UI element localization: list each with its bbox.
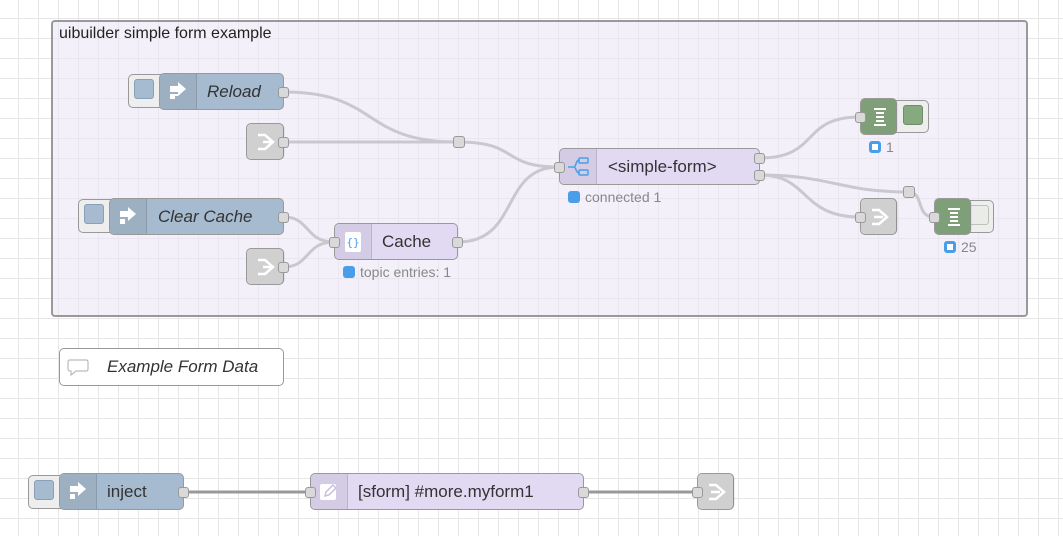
- inject-arrow-icon: [110, 199, 147, 234]
- link-in-2-output-port[interactable]: [278, 262, 289, 273]
- status-dot-icon: [343, 266, 355, 278]
- link-out-node[interactable]: [855, 198, 898, 235]
- group-label: uibuilder simple form example: [59, 25, 272, 42]
- status-ring-icon: [944, 241, 956, 253]
- debug-2-input-port[interactable]: [929, 212, 940, 223]
- debug-2-status: 25: [944, 239, 977, 255]
- debug-2-status-text: 25: [961, 239, 977, 255]
- uibuilder-icon: [560, 149, 597, 184]
- link-in-node-2[interactable]: [246, 248, 289, 285]
- template-input-port[interactable]: [305, 487, 316, 498]
- inject-arrow-icon: [60, 474, 97, 509]
- debug-1-input-port[interactable]: [855, 112, 866, 123]
- flow-group[interactable]: [51, 20, 1028, 317]
- debug-node-1[interactable]: [855, 98, 898, 135]
- link-out-2-input-port[interactable]: [692, 487, 703, 498]
- cache-label: Cache: [382, 231, 432, 251]
- inject-label: inject: [107, 481, 147, 501]
- inject-output-port[interactable]: [178, 487, 189, 498]
- template-output-port[interactable]: [578, 487, 589, 498]
- comment-label: Example Form Data: [107, 357, 259, 376]
- svg-text:{}: {}: [346, 236, 359, 249]
- clear-cache-output-port[interactable]: [278, 212, 289, 223]
- simple-form-node[interactable]: <simple-form>: [554, 148, 765, 185]
- comment-node[interactable]: Example Form Data: [59, 348, 284, 386]
- status-ring-icon: [869, 141, 881, 153]
- template-label: [sform] #more.myform1: [358, 481, 534, 501]
- simple-form-input-port[interactable]: [554, 162, 565, 173]
- reload-output-port[interactable]: [278, 87, 289, 98]
- link-out-node-2[interactable]: [692, 473, 735, 510]
- wire-junction-2[interactable]: [903, 186, 915, 198]
- debug-1-status: 1: [869, 139, 894, 155]
- cache-input-port[interactable]: [329, 237, 340, 248]
- link-out-icon: [698, 474, 735, 509]
- comment-icon: [60, 349, 96, 385]
- cache-icon: {}: [335, 224, 372, 259]
- link-out-input-port[interactable]: [855, 212, 866, 223]
- debug-icon: [861, 99, 898, 134]
- link-in-1-output-port[interactable]: [278, 137, 289, 148]
- cache-status: topic entries: 1: [343, 264, 451, 280]
- clear-cache-inject-node[interactable]: Clear Cache: [109, 198, 289, 235]
- debug-node-2[interactable]: [929, 198, 972, 235]
- simple-form-output-port-1[interactable]: [754, 153, 765, 164]
- inject-arrow-icon: [160, 74, 197, 109]
- simple-form-label: <simple-form>: [608, 156, 717, 176]
- link-out-icon: [861, 199, 898, 234]
- cache-output-port[interactable]: [452, 237, 463, 248]
- cache-status-text: topic entries: 1: [360, 264, 452, 280]
- cache-node[interactable]: {} Cache: [329, 223, 463, 260]
- reload-label: Reload: [207, 81, 261, 101]
- simple-form-status: connected 1: [568, 189, 661, 205]
- debug-1-status-text: 1: [886, 139, 894, 155]
- link-in-node-1[interactable]: [246, 123, 289, 160]
- debug-icon: [935, 199, 972, 234]
- simple-form-output-port-2[interactable]: [754, 170, 765, 181]
- simple-form-status-text: connected 1: [585, 189, 662, 205]
- template-node[interactable]: [sform] #more.myform1: [305, 473, 589, 510]
- clear-cache-label: Clear Cache: [158, 206, 253, 226]
- reload-inject-node[interactable]: Reload: [159, 73, 289, 110]
- template-pencil-icon: [311, 474, 348, 509]
- link-in-icon: [247, 124, 285, 159]
- inject-node[interactable]: inject: [59, 473, 189, 510]
- wire-junction-1[interactable]: [453, 136, 465, 148]
- status-dot-icon: [568, 191, 580, 203]
